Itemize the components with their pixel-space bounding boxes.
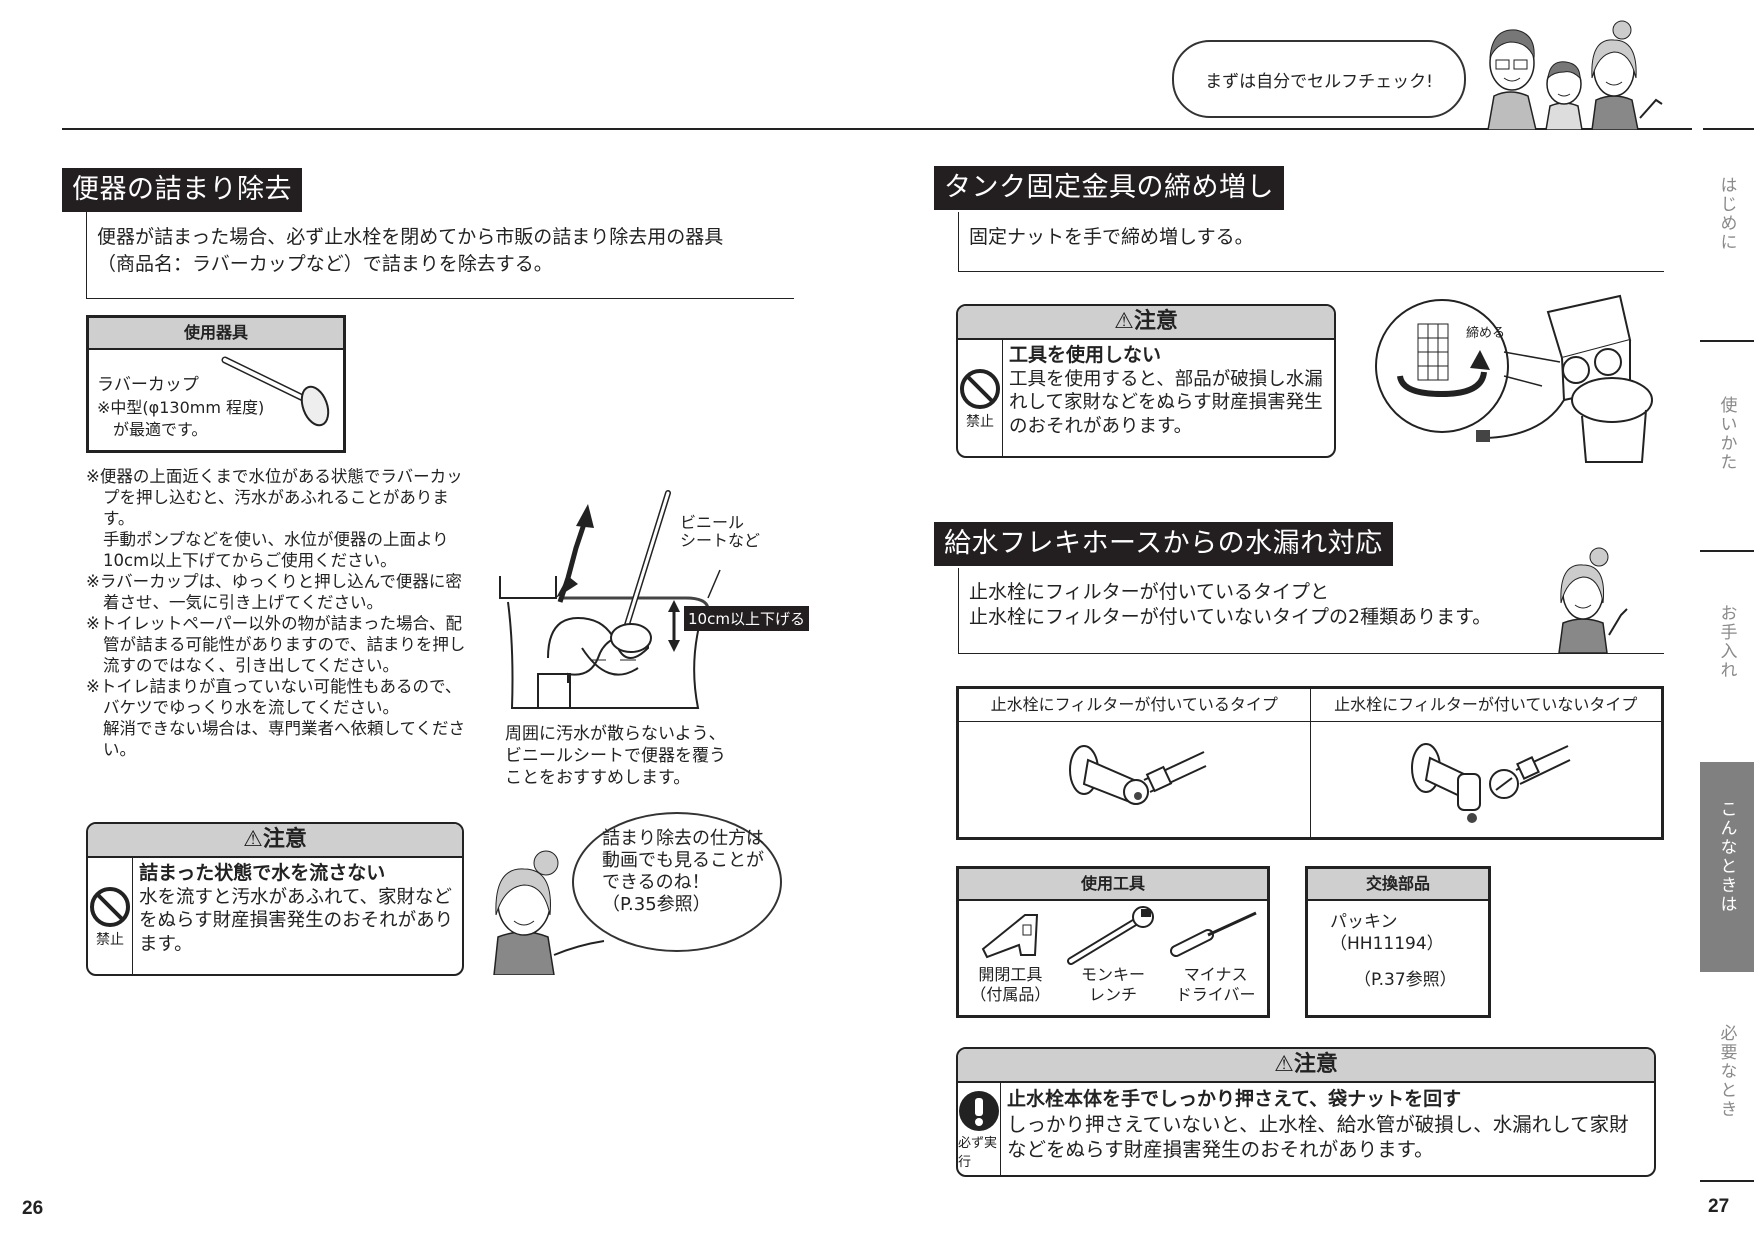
screwdriver-icon <box>1169 911 1257 957</box>
caution-box-hold-valve: ⚠注意 必ず実行 止水栓本体を手でしっかり押さえて、袋ナットを回す しっかり押さ… <box>956 1047 1656 1177</box>
plunger-size-note: ※中型(φ130mm 程度) <box>97 398 265 417</box>
mother-character-illustration <box>488 845 608 975</box>
page-number-right: 27 <box>1708 1196 1730 1217</box>
mandatory-label: 必ず実行 <box>958 1136 998 1170</box>
side-tab-divider <box>1700 1180 1754 1182</box>
part-name: パッキン <box>1330 912 1398 932</box>
tank-nut-diagram: 締める <box>1372 276 1656 466</box>
diagram-caption: 周囲に汚水が散らないよう、 ビニールシートで便器を覆う ことをおすすめします。 <box>505 724 726 788</box>
tools-used-box: 使用工具 開閉工具 （付属品） モンキー レンチ マイナス ドライバー <box>956 866 1270 1018</box>
caution-header: ⚠注意 <box>958 306 1334 340</box>
toilet-cross-section-diagram: ビニール シートなど 10cm以上下げる <box>498 478 809 718</box>
note-2: ※ラバーカップは、ゆっくりと押し込んで便器に密着させ、一気に引き上げてください。 <box>86 572 462 612</box>
section-title-hose-leak: 給水フレキホースからの水漏れ対応 <box>934 522 1393 566</box>
mandatory-symbol: 必ず実行 <box>958 1083 1001 1175</box>
section-intro-unclog: 便器が詰まった場合、必ず止水栓を閉めてから市販の詰まり除去用の器具 （商品名：ラ… <box>86 212 794 299</box>
caution-body: しっかり押さえていないと、止水栓、給水管が破損し、水漏れして家財などをぬらす財産… <box>1007 1113 1629 1161</box>
prohibited-label: 禁止 <box>96 932 124 948</box>
plunger-name: ラバーカップ <box>97 375 199 395</box>
prohibited-label: 禁止 <box>966 414 994 430</box>
tools-used-header: 使用工具 <box>959 869 1267 901</box>
caution-title: 詰まった状態で水を流さない <box>139 862 386 884</box>
caution-box-no-tools: ⚠注意 禁止 工具を使用しない 工具を使用すると、部品が破損し水漏れして家財など… <box>956 304 1336 458</box>
valve-with-filter-icon <box>1069 744 1207 805</box>
valve-without-filter-icon <box>1410 742 1571 823</box>
valve-type-header-without-filter: 止水栓にフィルターが付いていないタイプ <box>1310 689 1661 722</box>
tighten-label: 締める <box>1466 326 1506 341</box>
section-intro-hose-leak: 止水栓にフィルターが付いているタイプと 止水栓にフィルターが付いていないタイプの… <box>958 568 1664 654</box>
side-tab-intro[interactable]: はじめに <box>1716 176 1737 252</box>
vinyl-sheet-label: ビニール シートなど <box>680 513 761 550</box>
required-tools-header: 使用器具 <box>89 318 343 350</box>
side-tab-divider <box>1700 340 1754 342</box>
plunger-icon <box>217 352 337 432</box>
caution-box-no-flush: ⚠注意 禁止 詰まった状態で水を流さない 水を流すと汚水があふれて、家財などをぬ… <box>86 822 464 976</box>
wrench-icon <box>1066 906 1154 965</box>
tool-opener: 開閉工具 （付属品） <box>962 905 1058 1005</box>
tool-wrench: モンキー レンチ <box>1065 905 1161 1005</box>
prohibited-icon <box>90 887 130 927</box>
required-tools-box: 使用器具 ラバーカップ ※中型(φ130mm 程度) が最適です。 <box>86 315 346 453</box>
header-rule <box>62 128 1692 130</box>
side-tab-when-needed[interactable]: 必要なとき <box>1716 1024 1737 1119</box>
tool-screwdriver: マイナス ドライバー <box>1168 905 1264 1005</box>
section-intro-tank-fixing: 固定ナットを手で締め増しする。 <box>958 212 1664 272</box>
unclog-notes: ※便器の上面近くまで水位がある状態でラバーカップを押し込むと、汚水があふれること… <box>86 466 466 760</box>
caution-header: ⚠注意 <box>88 824 462 858</box>
self-check-bubble: まずは自分でセルフチェック! <box>1172 40 1466 118</box>
caution-title: 止水栓本体を手でしっかり押さえて、袋ナットを回す <box>1007 1088 1462 1110</box>
note-1: ※便器の上面近くまで水位がある状態でラバーカップを押し込むと、汚水があふれること… <box>86 467 463 570</box>
header-rule-tab <box>1703 128 1754 130</box>
family-illustration <box>1480 18 1690 130</box>
side-tab-usage[interactable]: 使いかた <box>1716 396 1737 472</box>
valve-type-header-with-filter: 止水栓にフィルターが付いているタイプ <box>959 689 1310 722</box>
valve-type-table: 止水栓にフィルターが付いているタイプ 止水栓にフィルターが付いていないタイプ <box>956 686 1664 840</box>
mother-pointing-illustration <box>1555 543 1635 653</box>
tip-speech-bubble: 詰まり除去の仕方は 動画でも見ることが できるのね！ （P.35参照） <box>572 812 782 952</box>
lower-10cm-label: 10cm以上下げる <box>684 606 809 631</box>
replacement-parts-box: 交換部品 パッキン （HH11194） （P.37参照） <box>1305 866 1491 1018</box>
prohibited-symbol: 禁止 <box>958 340 1003 456</box>
plunger-size-note-2: が最適です。 <box>113 420 208 439</box>
note-4: ※トイレ詰まりが直っていない可能性もあるので、バケツでゆっくり水を流してください… <box>86 677 466 759</box>
prohibited-symbol: 禁止 <box>88 858 133 974</box>
caution-body: 水を流すと汚水があふれて、家財などをぬらす財産損害発生のおそれがあります。 <box>139 886 454 955</box>
caution-header: ⚠注意 <box>958 1049 1654 1083</box>
section-title-unclog: 便器の詰まり除去 <box>62 168 302 212</box>
section-title-tank-fixing: タンク固定金具の締め増し <box>934 166 1284 210</box>
note-3: ※トイレットペーパー以外の物が詰まった場合、配管が詰まる可能性がありますので、詰… <box>86 614 466 675</box>
self-check-text: まずは自分でセルフチェック! <box>1205 71 1433 92</box>
valve-type-col-without-filter: 止水栓にフィルターが付いていないタイプ <box>1310 689 1661 837</box>
replacement-parts-header: 交換部品 <box>1308 869 1488 901</box>
valve-type-col-with-filter: 止水栓にフィルターが付いているタイプ <box>959 689 1311 837</box>
side-tab-troubleshooting[interactable]: こんなときは <box>1700 762 1754 972</box>
opener-tool-icon <box>982 914 1039 959</box>
page-number-left: 26 <box>22 1198 44 1219</box>
caution-body: 工具を使用すると、部品が破損し水漏れして家財などをぬらす財産損害発生のおそれがあ… <box>1009 368 1323 437</box>
side-tab-care[interactable]: お手入れ <box>1716 604 1737 680</box>
prohibited-icon <box>960 369 1000 409</box>
side-tab-divider <box>1700 550 1754 552</box>
part-page-ref: （P.37参照） <box>1354 970 1457 990</box>
part-code: （HH11194） <box>1330 934 1444 954</box>
mandatory-exclamation-icon <box>959 1091 999 1131</box>
caution-title: 工具を使用しない <box>1009 344 1162 366</box>
